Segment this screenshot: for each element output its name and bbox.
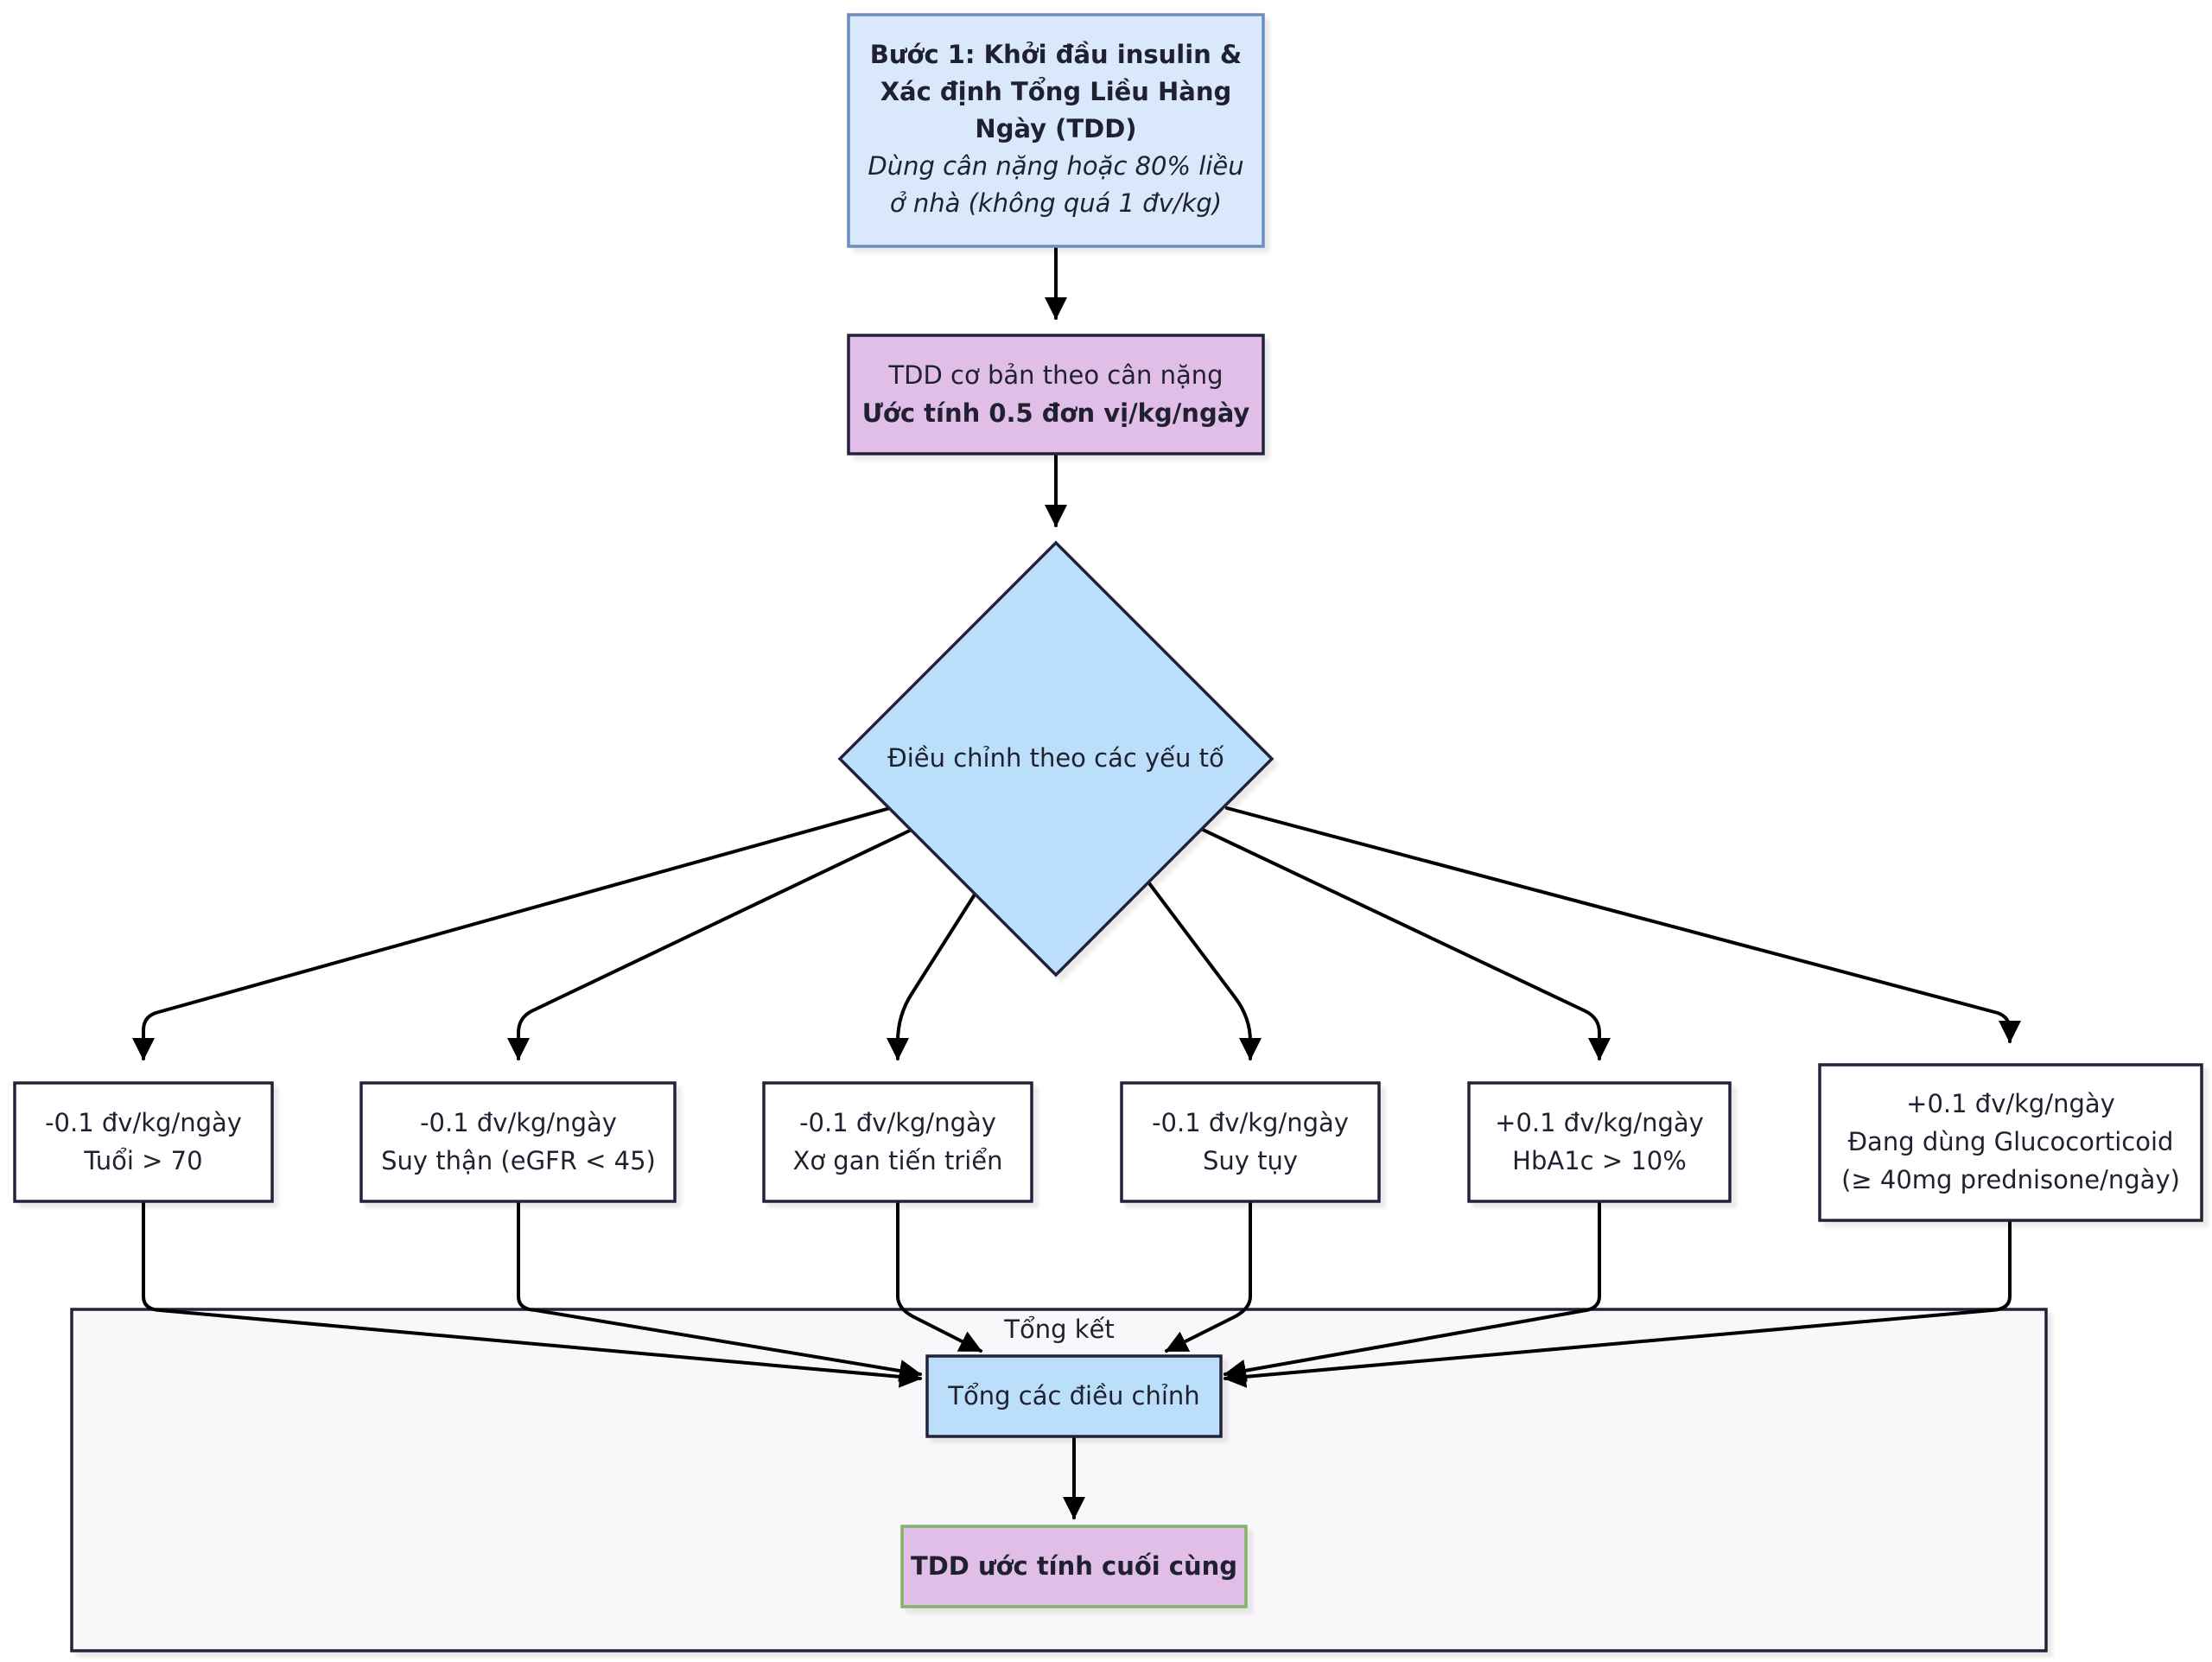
base-tdd-node: TDD cơ bản theo cân nặng Ước tính 0.5 đơ… [847,334,1265,455]
edge-factor-steroid-to-sum [1224,1219,2012,1388]
base-tdd-line2: Ước tính 0.5 đơn vị/kg/ngày [862,398,1250,428]
sum-node: Tổng các điều chỉnh [925,1354,1223,1438]
step1-subtitle-line1: Dùng cân nặng hoặc 80% liều [868,151,1243,181]
factor-kidney-adjust: -0.1 đv/kg/ngày [420,1108,617,1137]
step1-node: Bước 1: Khởi đầu insulin & Xác định Tổng… [847,13,1265,248]
edge-decision-to-factor-hba1c [1201,828,1611,1060]
final-tdd-node: TDD ước tính cuối cùng [900,1525,1248,1608]
factor-hba1c-adjust: +0.1 đv/kg/ngày [1495,1108,1704,1137]
factor-hba1c-condition: HbA1c > 10% [1512,1146,1687,1175]
factor-pancreas-adjust: -0.1 đv/kg/ngày [1152,1108,1349,1137]
factor-node-pancreas: -0.1 đv/kg/ngày Suy tụy [1120,1081,1381,1203]
factor-steroid-adjust: +0.1 đv/kg/ngày [1906,1089,2115,1118]
edge-decision-to-factor-pancreas [1147,882,1262,1060]
edge-factor-hba1c-to-sum [1224,1200,1601,1382]
factor-kidney-condition: Suy thận (eGFR < 45) [381,1146,656,1175]
edge-factor-age-to-sum [142,1200,922,1388]
step1-title-line1: Bước 1: Khởi đầu insulin & [870,40,1242,69]
final-tdd-label: TDD ước tính cuối cùng [911,1551,1237,1581]
edges [132,245,2021,1519]
edge-factor-kidney-to-sum [517,1200,922,1382]
decision-label: Điều chỉnh theo các yếu tố [887,743,1224,773]
factor-node-age: -0.1 đv/kg/ngày Tuổi > 70 [13,1081,274,1203]
factor-age-adjust: -0.1 đv/kg/ngày [45,1108,242,1137]
edge-decision-to-factor-steroid [1225,806,2021,1043]
step1-title-line3: Ngày (TDD) [975,114,1136,143]
step1-subtitle-line2: ở nhà (không quá 1 đv/kg) [890,188,1222,218]
factor-age-condition: Tuổi > 70 [83,1146,202,1175]
summary-group-title: Tổng kết [1003,1315,1114,1344]
factor-node-liver: -0.1 đv/kg/ngày Xơ gan tiến triển [762,1081,1033,1203]
edge-factor-liver-to-sum [896,1200,982,1353]
factor-pancreas-condition: Suy tụy [1203,1146,1298,1175]
factor-node-steroid: +0.1 đv/kg/ngày Đang dùng Glucocorticoid… [1818,1063,2203,1222]
edge-decision-to-factor-age [132,806,892,1060]
edge-decision-to-factor-liver [887,893,976,1060]
base-tdd-line1: TDD cơ bản theo cân nặng [887,360,1223,390]
edge-decision-to-factor-kidney [507,828,913,1060]
step1-title-line2: Xác định Tổng Liều Hàng [880,77,1232,106]
factor-steroid-condition: Đang dùng Glucocorticoid [1848,1127,2174,1156]
factor-node-hba1c: +0.1 đv/kg/ngày HbA1c > 10% [1467,1081,1732,1203]
factor-liver-adjust: -0.1 đv/kg/ngày [799,1108,996,1137]
edge-factor-pancreas-to-sum [1165,1200,1252,1353]
decision-diamond: Điều chỉnh theo các yếu tố [837,540,1274,977]
sum-node-label: Tổng các điều chỉnh [947,1381,1199,1410]
factor-steroid-condition-detail: (≥ 40mg prednisone/ngày) [1841,1165,2180,1194]
factor-node-kidney: -0.1 đv/kg/ngày Suy thận (eGFR < 45) [359,1081,677,1203]
factor-liver-condition: Xơ gan tiến triển [792,1146,1002,1175]
